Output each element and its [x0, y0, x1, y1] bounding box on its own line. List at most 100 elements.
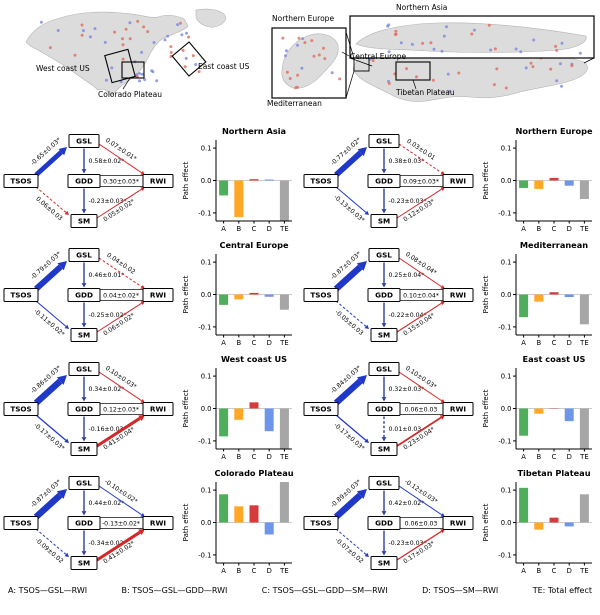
y-tick-label: 0.1 — [201, 145, 212, 153]
arrow-gsl_rwi-head — [440, 512, 445, 517]
y-tick-label: -0.1 — [498, 323, 511, 331]
arrow-sm_rwi-head — [439, 415, 445, 420]
node-rwi — [142, 288, 174, 302]
site-dot — [431, 78, 435, 82]
x-tick-label: A — [521, 453, 526, 461]
site-dot — [150, 69, 154, 73]
legend-item-c: C: TSOS—GSL—GDD—SM—RWI — [261, 586, 388, 595]
site-dot — [405, 67, 408, 71]
x-tick-label: A — [221, 567, 226, 575]
arrow-gsl_rwi-head — [140, 284, 145, 289]
panel-northern-europe: -0.77±0.02*-0.13±0.03*0.38±0.03*-0.23±0.… — [300, 124, 600, 238]
arrow-tsos_gsl-head — [357, 375, 367, 385]
site-dot — [387, 50, 391, 54]
arrow-sm_rwi — [96, 302, 142, 333]
arrow-sm_rwi-head — [138, 415, 145, 421]
node-label-gsl: GSL — [376, 365, 392, 374]
arrow-tsos_sm-head — [364, 210, 369, 215]
site-dot — [294, 86, 298, 90]
coef-gsl_gdd: 0.25±0.04* — [389, 272, 425, 279]
site-dot — [155, 79, 159, 83]
node-tsos — [303, 288, 339, 302]
node-rwi — [142, 402, 174, 416]
node-label-sm: SM — [378, 331, 390, 340]
y-tick-label: -0.1 — [498, 437, 511, 445]
y-tick-label: 0.1 — [201, 373, 212, 381]
node-label-rwi: RWI — [150, 291, 166, 300]
node-sm — [70, 442, 98, 456]
arrow-tsos_sm-head — [364, 324, 369, 329]
arrow-tsos_gsl — [333, 492, 363, 520]
path-diagram-west-coast-us: -0.86±0.03*-0.17±0.03*0.34±0.02*-0.16±0.… — [3, 362, 174, 456]
arrow-gsl_rwi — [398, 257, 442, 288]
site-dot — [113, 30, 117, 34]
arrow-gdd_sm-head — [381, 209, 387, 214]
arrow-gsl_rwi — [398, 371, 442, 402]
site-dot — [489, 48, 493, 52]
y-axis-label: Path effect — [482, 389, 490, 427]
node-rwi — [142, 516, 174, 530]
bar-TE — [279, 180, 289, 221]
site-dot — [176, 23, 180, 27]
x-tick-label: C — [552, 567, 557, 575]
chart-title: Colorado Plateau — [214, 468, 293, 478]
arrow-gsl_rwi-head — [140, 398, 145, 403]
chart-title: Northern Europe — [515, 126, 592, 136]
bar-TE — [579, 180, 589, 199]
node-label-gsl: GSL — [76, 137, 92, 146]
node-label-tsos: TSOS — [10, 291, 31, 300]
y-tick-label: 0.0 — [201, 519, 212, 527]
arrow-gsl_rwi-head — [140, 170, 145, 175]
y-tick-label: -0.1 — [198, 437, 211, 445]
node-label-gdd: GDD — [375, 177, 393, 186]
node-gsl — [68, 248, 100, 262]
arrow-gdd_sm-head — [381, 323, 387, 328]
x-tick-label: D — [267, 225, 272, 233]
map-label-west-coast-us: West coast US — [36, 64, 90, 73]
site-dot — [135, 75, 139, 79]
site-dot — [39, 20, 43, 24]
coef-tsos_sm: -0.07±0.02 — [333, 537, 364, 565]
x-tick-label: A — [521, 225, 526, 233]
node-gsl — [68, 362, 100, 376]
arrow-gsl_gdd-head — [381, 397, 387, 402]
arrow-sm_rwi-head — [440, 529, 445, 534]
arrow-tsos_sm-head — [64, 438, 69, 443]
node-label-sm: SM — [78, 217, 90, 226]
site-dot — [312, 54, 316, 58]
greenland-landmass — [195, 8, 226, 28]
coef-gdd_rwi: 0.06±0.03 — [405, 521, 438, 528]
bar-B — [534, 294, 544, 302]
site-dot — [317, 53, 321, 57]
site-dot — [187, 35, 191, 39]
chart-title: Tibetan Plateau — [517, 468, 590, 478]
x-tick-label: D — [267, 453, 272, 461]
site-dot — [532, 38, 536, 42]
colorado-pointer-line — [122, 77, 131, 90]
y-tick-label: -0.1 — [198, 209, 211, 217]
bar-A — [519, 180, 529, 188]
bar-A — [219, 408, 229, 437]
coef-gdd_sm: -0.25±0.02* — [89, 312, 127, 319]
bar-A — [519, 294, 529, 318]
tibetan-pointer-line — [412, 79, 417, 90]
europe-locator-box — [353, 57, 370, 72]
x-tick-label: B — [536, 225, 541, 233]
y-axis-label: Path effect — [182, 503, 190, 541]
node-gsl — [368, 476, 400, 490]
site-dot — [138, 72, 141, 75]
bar-C — [549, 292, 559, 295]
arrow-tsos_gsl-head — [57, 261, 67, 271]
node-sm — [70, 328, 98, 342]
node-gdd — [67, 288, 101, 302]
arrow-gdd_sm-head — [81, 209, 87, 214]
x-tick-label: D — [567, 339, 572, 347]
site-dot — [440, 49, 444, 53]
arrow-sm_rwi — [96, 530, 141, 562]
arrow-gdd_sm-head — [81, 437, 87, 442]
node-tsos — [303, 516, 339, 530]
